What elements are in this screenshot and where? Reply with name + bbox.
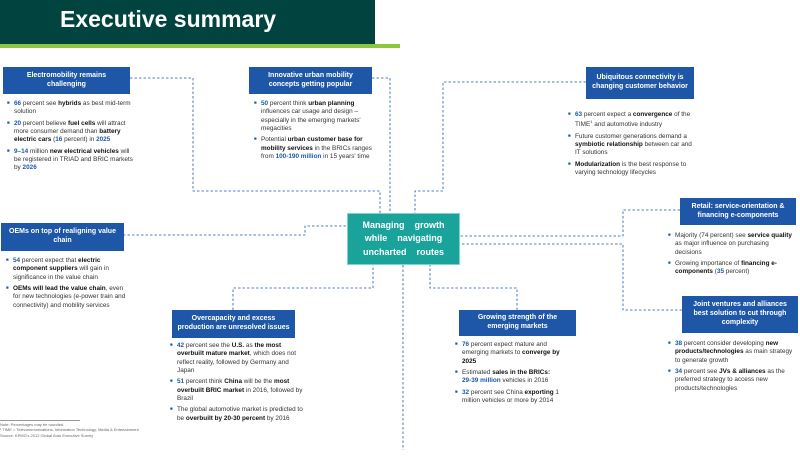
link-connectivity: [414, 81, 586, 213]
list-item: 20 percent believe fuel cells will attra…: [7, 120, 137, 145]
center-word: navigating: [397, 233, 443, 244]
list-item: 32 percent see China exporting 1 million…: [455, 389, 573, 406]
box-overcapacity: Overcapacity and excess production are u…: [172, 310, 295, 338]
list-item: Potential urban customer base for mobili…: [254, 136, 379, 161]
list-joint-ventures: 38 percent consider developing new produ…: [668, 340, 796, 396]
list-item: Growing importance of financing e-compon…: [668, 260, 796, 277]
list-item: Majority (74 percent) see service qualit…: [668, 232, 796, 257]
center-word: uncharted: [362, 246, 407, 257]
box-emerging-markets: Growing strength of the emerging markets: [459, 310, 576, 336]
link-overcapacity: [232, 265, 374, 310]
list-item: 63 percent expect a convergence of the T…: [568, 111, 696, 130]
link-emerging: [429, 265, 518, 310]
list-item: Modularization is the best response to v…: [568, 161, 696, 178]
list-retail: Majority (74 percent) see service qualit…: [668, 232, 796, 280]
title-bar: [0, 0, 375, 44]
list-overcapacity: 42 percent see the U.S. as the most over…: [170, 342, 303, 426]
center-word: Managing: [362, 219, 405, 230]
link-joint: [460, 243, 682, 311]
list-emerging-markets: 76 percent expect mature and emerging ma…: [455, 341, 573, 408]
link-urban: [372, 77, 391, 213]
list-item: 54 percent expect that electric componen…: [6, 257, 126, 282]
footnote-divider: [0, 420, 80, 421]
list-item: 34 percent see JVs & alliances as the pr…: [668, 368, 796, 393]
list-electromobility: 66 percent see hybrids as best mid-term …: [7, 100, 137, 176]
list-connectivity: 63 percent expect a convergence of the T…: [568, 111, 696, 180]
center-theme: Managing growth while navigating uncharted…: [347, 213, 460, 265]
page-title: Executive summary: [60, 6, 277, 32]
box-joint-ventures: Joint ventures and alliances best soluti…: [682, 296, 798, 333]
center-word: routes: [416, 246, 445, 257]
box-urban-mobility: Innovative urban mobility concepts getti…: [249, 67, 372, 94]
list-item: 50 percent think urban planning influenc…: [254, 100, 379, 133]
box-retail: Retail: service-orientation & financing …: [680, 198, 796, 225]
list-item: OEMs will lead the value chain, even for…: [6, 285, 126, 310]
list-item: The global automotive market is predicte…: [170, 406, 303, 423]
box-oems: OEMs on top of realigning value chain: [1, 223, 124, 251]
list-item: 38 percent consider developing new produ…: [668, 340, 796, 365]
list-oems: 54 percent expect that electric componen…: [6, 257, 126, 313]
footnote: Note: Percentages may be rounded. ¹ TIME…: [0, 422, 139, 438]
list-item: Future customer generations demand a sym…: [568, 133, 696, 158]
list-item: Estimated sales in the BRICs:29-39 milli…: [455, 369, 573, 386]
center-word: while: [364, 233, 388, 244]
footnote-source: Source: KPMG's 2012 Global Auto Executiv…: [0, 432, 94, 438]
footnote-note: Note: Percentages may be rounded.: [0, 422, 65, 427]
link-electromobility: [130, 77, 381, 213]
list-item: 42 percent see the U.S. as the most over…: [170, 342, 303, 375]
center-word: growth: [414, 219, 445, 230]
box-connectivity: Ubiquitous connectivity is changing cust…: [586, 67, 694, 99]
link-oems: [123, 225, 347, 236]
list-item: 9–14 million new electrical vehicles wil…: [7, 148, 137, 173]
footnote-time: ¹ TIME = Telecommunications, Information…: [0, 427, 139, 433]
title-underline: [0, 44, 400, 48]
box-electromobility: Electromobility remains challenging: [3, 67, 130, 94]
link-retail: [460, 209, 680, 237]
list-item: 66 percent see hybrids as best mid-term …: [7, 100, 137, 117]
list-urban-mobility: 50 percent think urban planning influenc…: [254, 100, 379, 164]
list-item: 51 percent think China will be the most …: [170, 378, 303, 403]
list-item: 76 percent expect mature and emerging ma…: [455, 341, 573, 366]
